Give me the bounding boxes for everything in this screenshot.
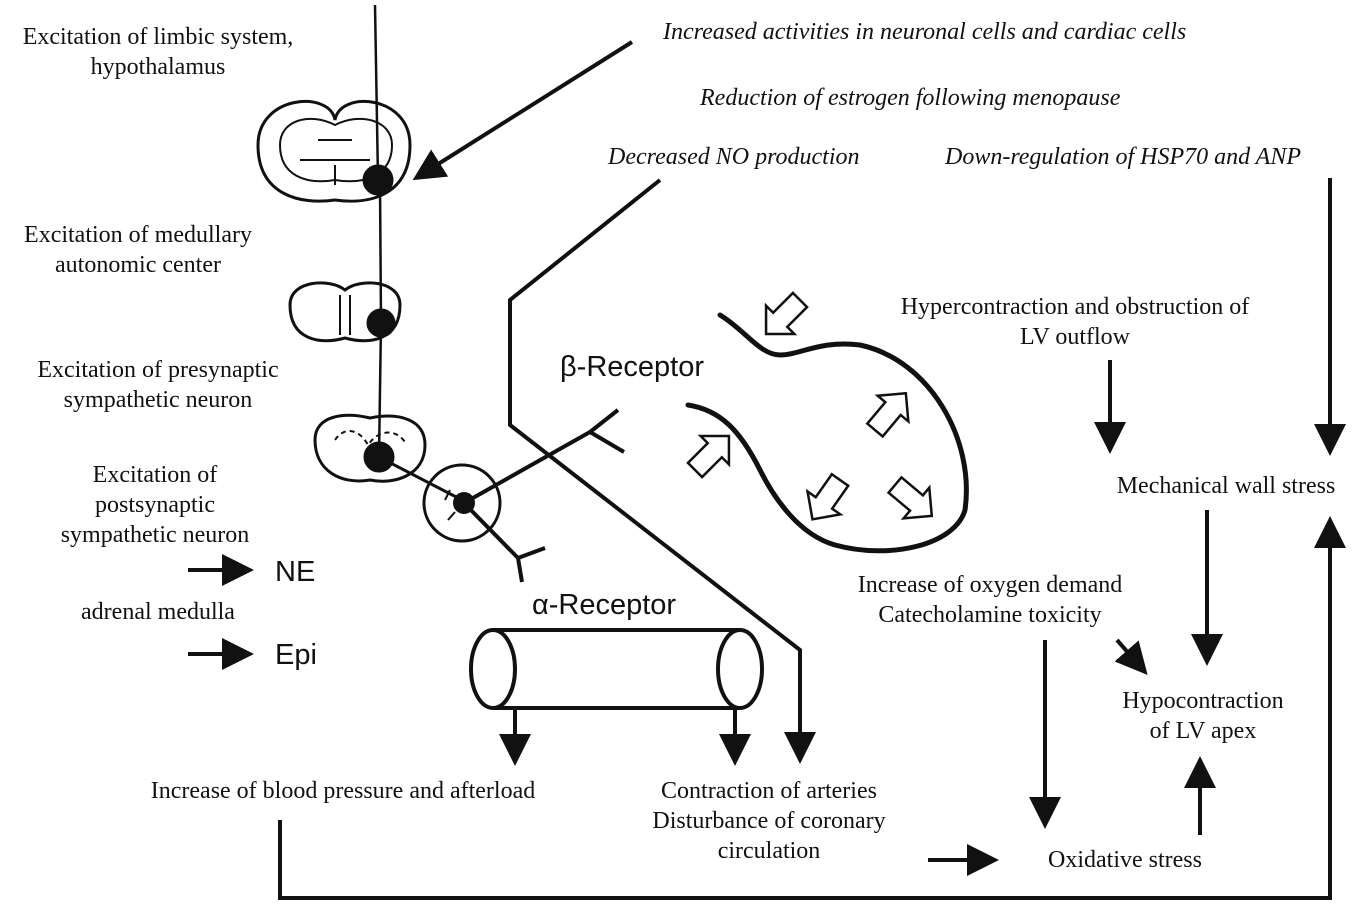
neural-path-line [375, 5, 378, 180]
no-production-label: Decreased NO production [608, 142, 860, 172]
epi-label: Epi [275, 640, 317, 670]
beta-receptor-label: β-Receptor [560, 352, 704, 382]
limbic-label: Excitation of limbic system,hypothalamus [23, 22, 294, 82]
alpha-receptor-label: α-Receptor [532, 590, 676, 620]
arrow-no-to-arteries [510, 180, 800, 760]
alpha-receptor-synapse-icon [518, 548, 545, 582]
beta-receptor-synapse-icon [590, 410, 624, 452]
arrow-activity-to-brain [416, 42, 632, 178]
artery-cylinder-icon [471, 630, 762, 708]
ne-label: NE [275, 557, 315, 587]
adrenal-medulla-label: adrenal medulla [81, 597, 235, 627]
wall-stress-label: Mechanical wall stress [1117, 471, 1336, 501]
neural-path-line [379, 323, 381, 457]
medulla-section-icon [290, 283, 400, 341]
neuronal-activity-label: Increased activities in neuronal cells a… [663, 17, 1186, 47]
oxidative-stress-label: Oxidative stress [1048, 845, 1202, 875]
hsp70-label: Down-regulation of HSP70 and ANP [945, 142, 1301, 172]
neural-path-line [380, 185, 381, 322]
brain-section-icon [258, 101, 410, 201]
postganglionic-fiber-alpha [464, 503, 518, 558]
postganglionic-fiber-beta [464, 432, 590, 503]
arrow-toxicity-to-hypocontraction [1117, 640, 1145, 672]
estrogen-label: Reduction of estrogen following menopaus… [700, 83, 1120, 113]
blood-pressure-label: Increase of blood pressure and afterload [151, 776, 536, 806]
